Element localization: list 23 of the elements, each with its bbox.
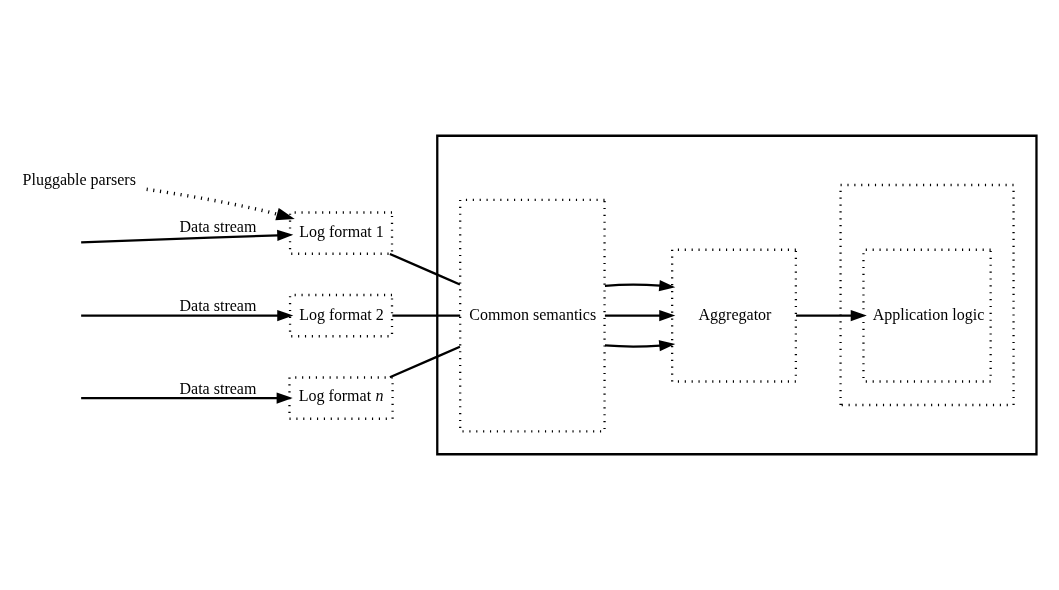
node-box: Log format 2 [288, 293, 394, 338]
arrow [146, 187, 295, 221]
arrow [81, 392, 293, 404]
node-box: Aggregator [671, 248, 797, 383]
arrow [604, 280, 676, 292]
node-box: Common semantics [459, 198, 606, 433]
node-box: Log format 1 [288, 211, 394, 255]
cluster [839, 183, 1015, 407]
edge-label: Data stream [179, 218, 257, 236]
arrow [796, 310, 867, 322]
connector [392, 314, 461, 317]
arrow [81, 229, 294, 244]
connector [389, 345, 461, 379]
node-text: Pluggable parsers [22, 170, 136, 188]
edge-label: Data stream [179, 379, 257, 397]
cluster [436, 134, 1038, 456]
connector [389, 252, 461, 286]
arrow [604, 310, 676, 322]
arrow [604, 340, 676, 352]
node-box: Application logic [862, 248, 992, 383]
node-box: Log format n [288, 376, 394, 420]
arrow [81, 310, 294, 322]
edge-label: Data stream [179, 297, 257, 315]
